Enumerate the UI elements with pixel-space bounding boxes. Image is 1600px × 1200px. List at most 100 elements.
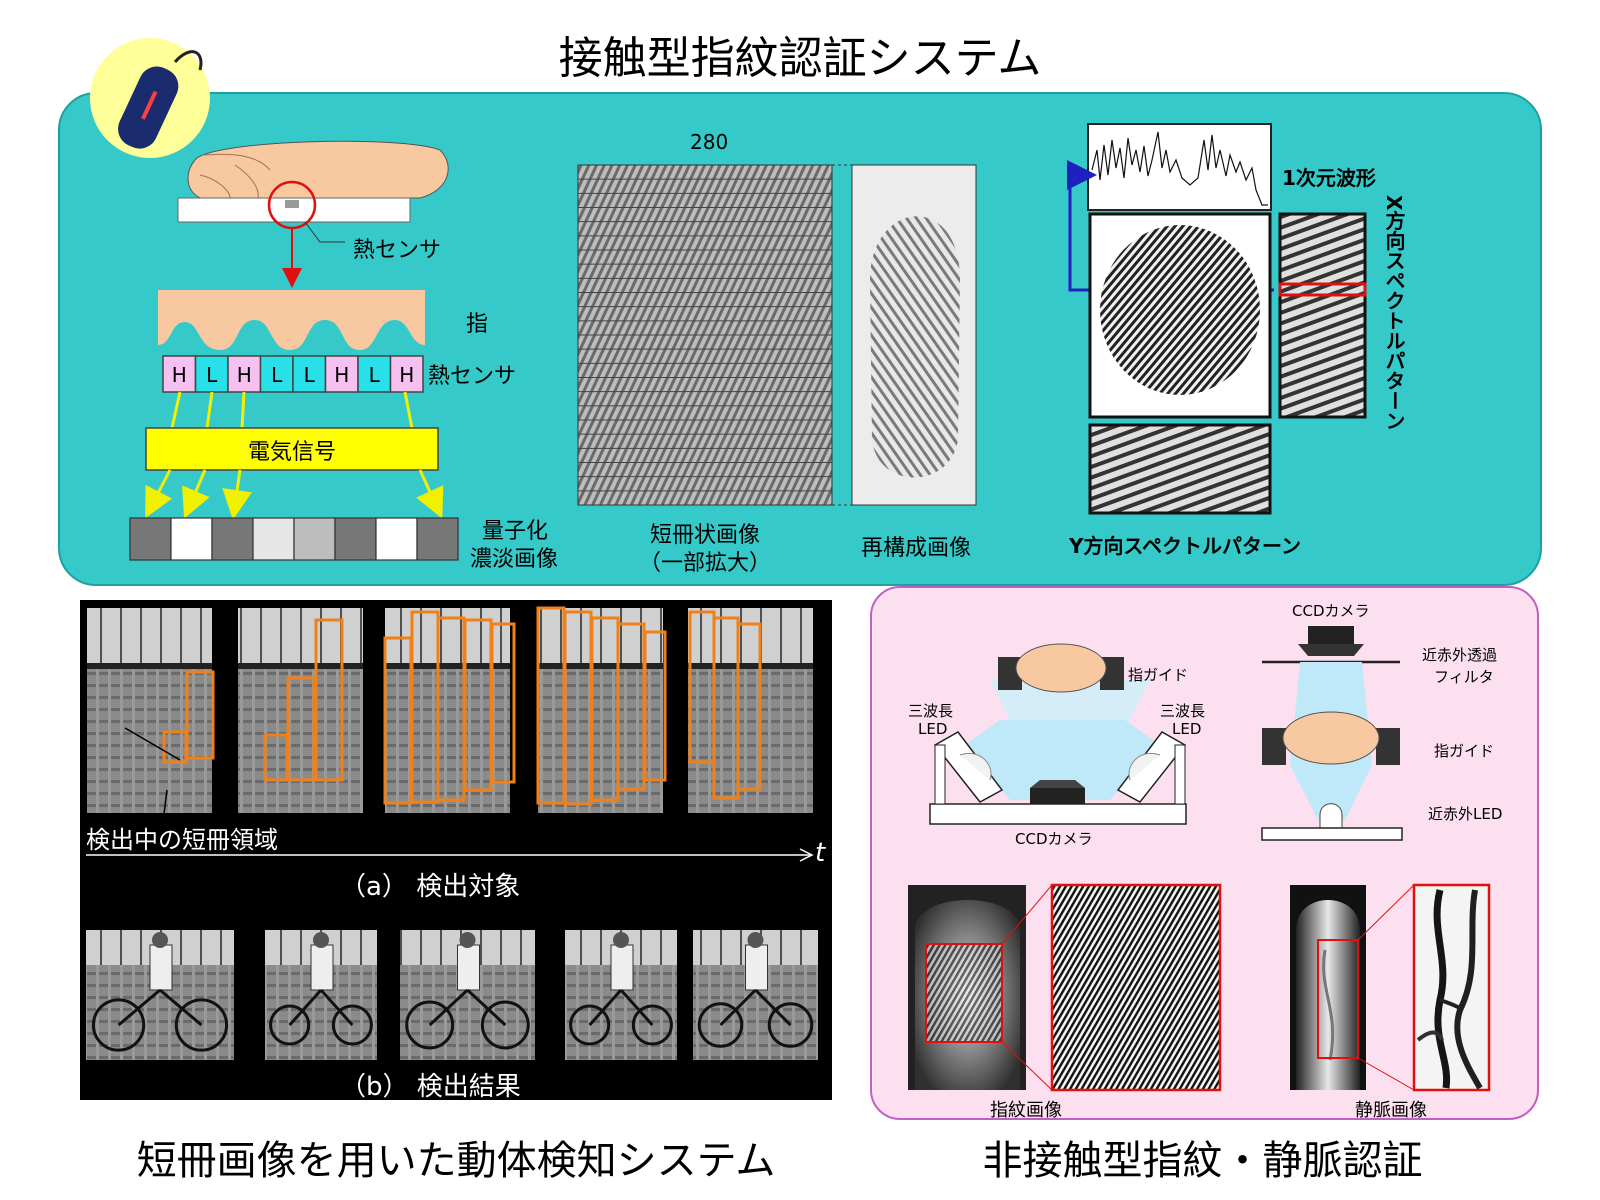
- sensor-cell: [357, 355, 392, 393]
- finger-cross-section: [158, 290, 425, 350]
- bicycle-wheel: [480, 1000, 530, 1050]
- led-right: [1116, 731, 1187, 803]
- detection-target-frames: [87, 606, 813, 813]
- strip-caption-1: 短冊状画像: [649, 523, 760, 548]
- strip-boundaries: [578, 178, 832, 492]
- base-left: [929, 803, 1187, 825]
- finger-left: [1015, 643, 1107, 693]
- finger-right: [1282, 711, 1380, 765]
- sensor-cell: [194, 355, 229, 393]
- detection-box: [736, 622, 762, 791]
- time-axis-arrow: [799, 848, 814, 862]
- base-right: [1261, 827, 1403, 841]
- ccd-camera-left-label: CCDカメラ: [1015, 830, 1093, 848]
- led-right-label-1: 三波長: [1160, 702, 1206, 720]
- fingerprint-enlarged: [1050, 883, 1222, 1092]
- reconstructed-caption: 再構成画像: [860, 536, 971, 561]
- nir-filter-label-1: 近赤外透過: [1422, 646, 1498, 664]
- reconstructed-fingerprint: [870, 216, 960, 478]
- ccd-camera-left-icon: [1030, 788, 1085, 804]
- y-spectrum-image: [1088, 423, 1272, 515]
- sensor-cell-label: L: [271, 363, 283, 387]
- finger-label: 指: [466, 312, 489, 337]
- bicycle-wheel: [767, 1002, 814, 1048]
- sensor-cell-label: H: [399, 363, 414, 387]
- sensor-cell-label: H: [172, 363, 187, 387]
- bicycle-wheel: [174, 998, 229, 1052]
- vein-image-caption: 静脈画像: [1355, 1100, 1427, 1121]
- quantized-gray-row: [129, 517, 459, 561]
- rider-head: [459, 932, 476, 948]
- bicycle-wheel: [405, 1000, 455, 1050]
- ccd-camera-right-icon: [1308, 626, 1354, 644]
- rider-head: [613, 932, 629, 948]
- finger-guide-left-label: 指ガイド: [1128, 666, 1189, 684]
- quantized-label-2: 濃淡画像: [470, 547, 559, 572]
- fingerprint-roi-box: [925, 943, 1003, 1043]
- strip-width-label: 280: [690, 130, 729, 154]
- sensor-cell-label: L: [369, 363, 381, 387]
- nir-led-icon: [1319, 803, 1343, 829]
- sensor-to-signal-arrows: [170, 391, 414, 429]
- electric-signal-box: [145, 427, 439, 471]
- heat-sensor-label: 熱センサ: [353, 238, 442, 263]
- waveform-label: 1次元波形: [1282, 166, 1376, 190]
- bicycle-wheel: [569, 1004, 611, 1046]
- detection-box: [490, 622, 516, 784]
- waveform-box: [1087, 123, 1272, 211]
- sensor-cell-label: H: [237, 363, 252, 387]
- x-spectrum-label: X方向スペクトルパターン: [1382, 195, 1406, 431]
- detection-box: [314, 618, 344, 782]
- rider-head: [747, 932, 764, 948]
- sensor-cell: [162, 355, 197, 393]
- bottom-left-title: 短冊画像を用いた動体検知システム: [136, 1138, 776, 1184]
- detecting-strip-label: 検出中の短冊領域: [86, 826, 278, 854]
- sensor-cell: [292, 355, 327, 393]
- top-title: 接触型指紋認証システム: [558, 33, 1042, 84]
- detection-box: [286, 676, 316, 782]
- detection-result-frames: [86, 930, 818, 1060]
- heat-sensor-label-2: 熱センサ: [428, 364, 517, 389]
- x-spectrum-image: [1278, 212, 1367, 419]
- waveform-line: [1091, 131, 1268, 206]
- signal-to-image-arrows: [145, 469, 444, 520]
- led-left-label-1: 三波長: [908, 702, 954, 720]
- sensor-cell-label: L: [206, 363, 218, 387]
- time-axis-label: t: [815, 838, 826, 868]
- sensor-cell-label: L: [304, 363, 316, 387]
- y-spectrum-label: Y方向スペクトルパターン: [1068, 534, 1302, 558]
- fingerprint-image-caption: 指紋画像: [990, 1100, 1062, 1121]
- finger-on-sensor: [177, 140, 449, 288]
- bicycle-wheel: [631, 1004, 673, 1046]
- bottom-right-title: 非接触型指紋・静脈認証: [982, 1138, 1423, 1184]
- ccd-camera-right-label: CCDカメラ: [1292, 602, 1370, 620]
- bicycle-wheel: [697, 1002, 744, 1048]
- bicycle-wheel: [331, 1004, 373, 1046]
- led-right-label-2: LED: [1172, 720, 1202, 738]
- nir-led-label: 近赤外LED: [1428, 805, 1503, 823]
- electric-signal-label: 電気信号: [247, 440, 336, 465]
- vein-roi-box: [1317, 939, 1359, 1059]
- rider-head: [313, 932, 329, 948]
- vein-enlarged: [1412, 883, 1491, 1092]
- sensor-cell-label: H: [334, 363, 349, 387]
- strip-caption-2: （一部拡大）: [638, 551, 771, 576]
- sensor-cell: [389, 355, 424, 393]
- caption-b: （b） 検出結果: [340, 1072, 521, 1102]
- detection-box: [185, 670, 215, 760]
- detection-box: [162, 730, 188, 764]
- rider-head: [152, 932, 168, 948]
- led-left-label-2: LED: [918, 720, 948, 738]
- fingerprint-image: [1100, 225, 1260, 395]
- fingerprint-scanner-icon: [90, 38, 210, 158]
- bicycle-wheel: [91, 998, 146, 1052]
- bicycle-wheel: [269, 1004, 311, 1046]
- sensor-cell: [324, 355, 359, 393]
- finger-guide-right-label: 指ガイド: [1434, 742, 1495, 760]
- quantized-label-1: 量子化: [482, 519, 549, 544]
- sensor-cell: [259, 355, 294, 393]
